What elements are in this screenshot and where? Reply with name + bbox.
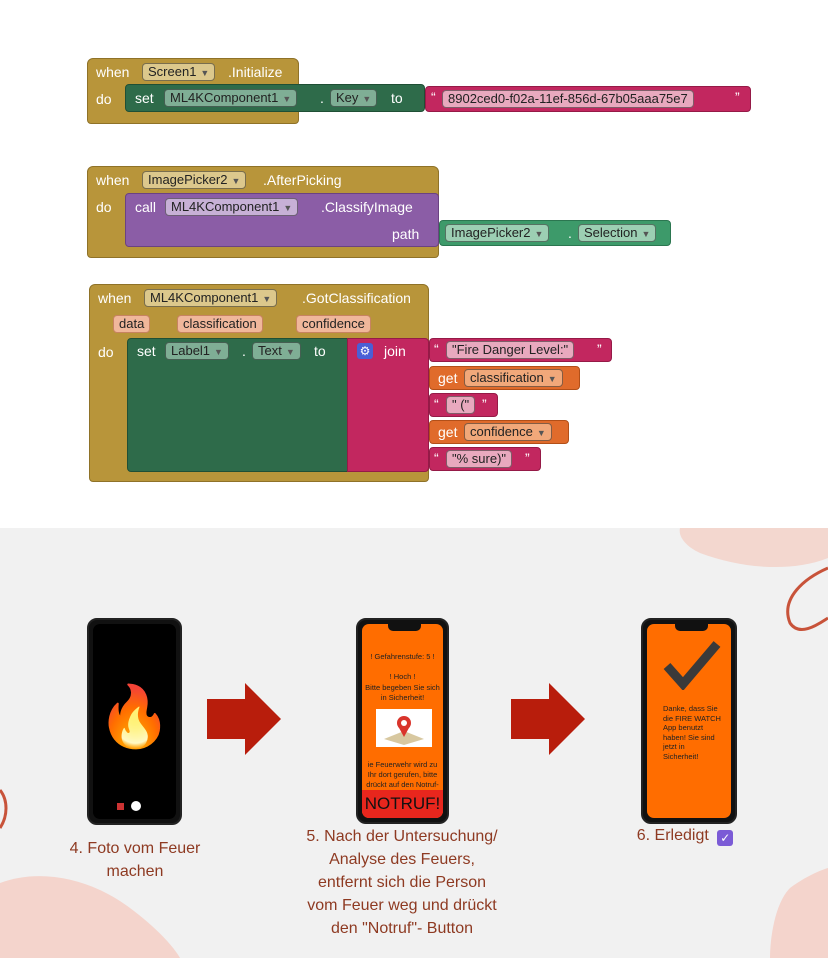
dot-separator: .	[320, 90, 324, 106]
do-keyword: do	[96, 199, 112, 215]
quote-close-icon: ”	[525, 450, 530, 466]
do-keyword: do	[96, 91, 112, 107]
setter-component-dropdown[interactable]: Label1▼	[165, 342, 229, 360]
phone-notch	[675, 624, 708, 631]
phone-danger-level: ! Gefahrenstufe: 5 ! ! Hoch ! Bitte bege…	[356, 618, 449, 824]
set-keyword: set	[135, 90, 154, 106]
blocks-workspace: when Screen1▼ .Initialize do set ML4KCom…	[87, 58, 751, 482]
dot-separator: .	[568, 225, 572, 241]
phone-notch	[388, 624, 421, 631]
do-keyword: do	[98, 344, 114, 360]
component-dropdown-imagepicker2[interactable]: ImagePicker2▼	[142, 171, 247, 189]
arrow-right-icon	[511, 683, 585, 755]
setter-component-dropdown[interactable]: ML4KComponent1▼	[164, 89, 298, 107]
gear-icon[interactable]: ⚙	[357, 343, 373, 359]
text-percent-sure[interactable]: "% sure)"	[446, 450, 513, 468]
param-data[interactable]: data	[113, 315, 151, 333]
join-block[interactable]	[347, 338, 429, 472]
method-name: .ClassifyImage	[321, 199, 413, 215]
quote-open-icon: “	[434, 341, 439, 357]
api-key-value[interactable]: 8902ced0-f02a-11ef-856d-67b05aaa75e7	[442, 90, 694, 108]
danger-screen: ! Gefahrenstufe: 5 ! ! Hoch ! Bitte bege…	[362, 624, 443, 818]
quote-open-icon: “	[434, 396, 439, 412]
to-keyword: to	[391, 90, 403, 106]
steps-panel: 🔥 ! Gefahrenstufe: 5 ! ! Hoch ! Bitte be…	[0, 528, 828, 958]
get-keyword: get	[438, 370, 458, 386]
text-paren-open[interactable]: " ("	[446, 396, 476, 414]
call-component-dropdown[interactable]: ML4KComponent1▼	[165, 198, 299, 216]
quote-open-icon: “	[434, 450, 439, 466]
thank-you-text: Danke, dass Sie die FIRE WATCH App benut…	[663, 704, 721, 761]
quote-open-icon: “	[431, 89, 436, 105]
arrow-right-icon	[207, 683, 281, 755]
quote-close-icon: ”	[597, 341, 602, 357]
param-classification[interactable]: classification	[177, 315, 263, 333]
param-confidence[interactable]: confidence	[296, 315, 371, 333]
set-block-label-text[interactable]	[127, 338, 348, 472]
set-keyword: set	[137, 343, 156, 359]
quote-close-icon: ”	[482, 396, 487, 412]
decorative-blob-shapes	[0, 528, 828, 958]
step-6-caption: 6. Erledigt ✓	[615, 824, 755, 847]
when-keyword: when	[96, 64, 130, 80]
component-dropdown-screen1[interactable]: Screen1▼	[142, 63, 216, 81]
getter-property-dropdown[interactable]: Selection▼	[578, 224, 657, 242]
step-6-label: 6. Erledigt	[636, 827, 709, 844]
notruf-button[interactable]: NOTRUF!	[362, 790, 443, 818]
safety-instruction-text: Bitte begeben Sie sich in Sicherheit!	[365, 683, 440, 702]
done-screen: Danke, dass Sie die FIRE WATCH App benut…	[647, 624, 731, 818]
get-keyword: get	[438, 424, 458, 440]
event-name: .AfterPicking	[263, 172, 342, 188]
step-5-caption: 5. Nach der Untersuchung/ Analyse des Fe…	[306, 828, 498, 937]
to-keyword: to	[314, 343, 326, 359]
when-keyword: when	[98, 290, 132, 306]
checkmark-icon	[663, 641, 721, 690]
text-fire-danger-level[interactable]: "Fire Danger Level:"	[446, 341, 575, 359]
get-var-confidence[interactable]: confidence▼	[464, 423, 552, 441]
event-name: .Initialize	[228, 64, 283, 80]
event-name: .GotClassification	[302, 290, 411, 306]
property-dropdown-text[interactable]: Text▼	[252, 342, 301, 360]
property-dropdown-key[interactable]: Key▼	[330, 89, 378, 107]
shutter-button[interactable]	[131, 801, 141, 811]
getter-component-dropdown[interactable]: ImagePicker2▼	[445, 224, 550, 242]
camera-screen: 🔥	[93, 624, 176, 819]
get-var-classification[interactable]: classification▼	[464, 369, 563, 387]
quote-close-icon: ”	[735, 89, 740, 105]
danger-high-text: ! Hoch !	[389, 672, 416, 681]
phone-done: Danke, dass Sie die FIRE WATCH App benut…	[641, 618, 737, 824]
danger-level-text: ! Gefahrenstufe: 5 !	[370, 652, 435, 661]
join-keyword: join	[384, 343, 406, 359]
map-pin-image	[376, 709, 432, 747]
checkbox-checked-icon: ✓	[717, 830, 734, 846]
when-keyword: when	[96, 172, 130, 188]
step-4-caption: 4. Foto vom Feuer machen	[69, 840, 201, 880]
fire-icon: 🔥	[97, 683, 172, 750]
phone-camera: 🔥	[87, 618, 182, 825]
component-dropdown-ml4k[interactable]: ML4KComponent1▼	[144, 289, 278, 307]
path-label: path	[392, 226, 420, 242]
call-keyword: call	[135, 199, 157, 215]
gallery-icon[interactable]	[117, 803, 124, 810]
dot-separator: .	[242, 343, 246, 359]
